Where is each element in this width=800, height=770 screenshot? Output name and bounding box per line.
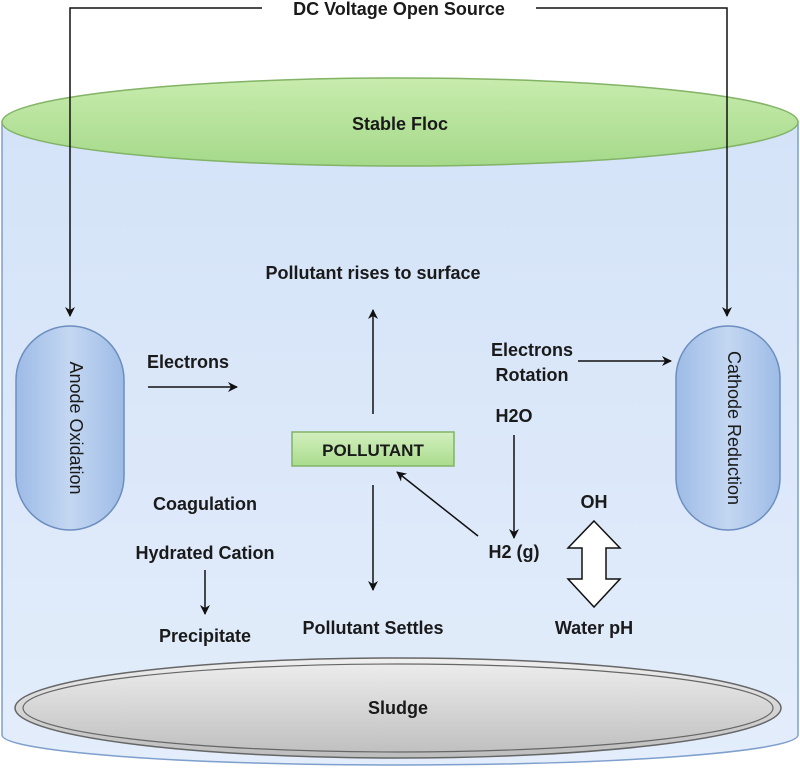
label-electrons: Electrons [147,352,229,372]
pollutant-box [291,431,455,467]
sludge-inner-ellipse [22,663,774,753]
wire-right [536,7,732,317]
label-oh: OH [581,492,608,512]
anode-electrode [15,325,125,531]
label-h2-gas: H2 (g) [489,542,540,562]
label-coagulation: Coagulation [153,494,257,514]
label-pollutant-settles: Pollutant Settles [302,618,443,638]
label-electrons-rotation-2: Rotation [496,365,569,385]
label-water-ph: Water pH [555,618,633,638]
label-hydrated-cation: Hydrated Cation [135,543,274,563]
pollutant-label: POLLUTANT [322,441,424,460]
cathode-electrode [675,325,781,531]
cathode-label: Cathode Reduction [724,351,744,505]
label-electrons-rotation-1: Electrons [491,340,573,360]
double-arrow-ph [566,519,622,609]
arrow-h2-to-pollutant [396,471,479,537]
label-rises: Pollutant rises to surface [265,263,480,283]
anode-label: Anode Oxidation [66,361,86,494]
wire-left [65,7,262,317]
label-precipitate: Precipitate [159,626,251,646]
stable-floc-label: Stable Floc [352,114,448,134]
sludge-outer-ellipse [14,657,782,759]
stable-floc-ellipse [1,77,799,167]
dc-voltage-source-label: DC Voltage Open Source [293,0,505,19]
sludge-label: Sludge [368,698,428,718]
label-h2o: H2O [495,406,532,426]
